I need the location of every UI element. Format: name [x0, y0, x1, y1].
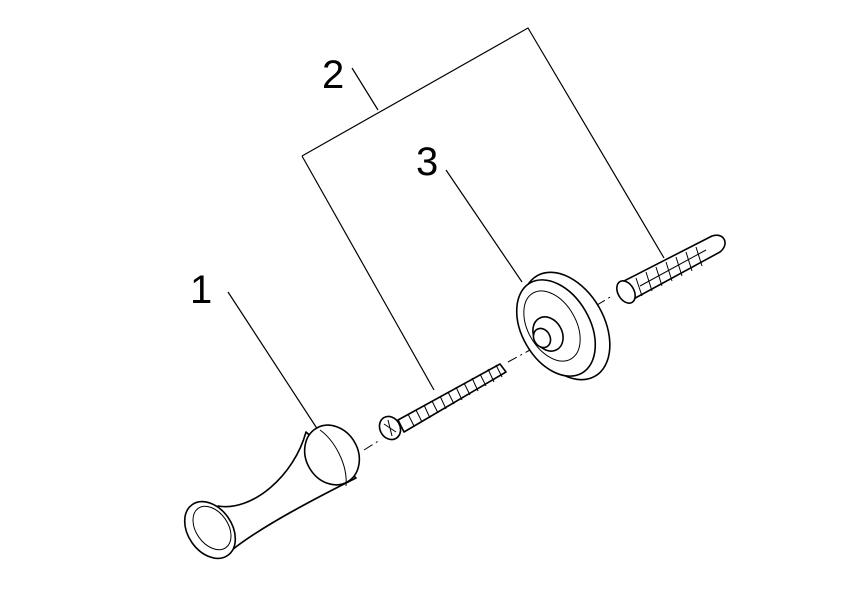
part-1-knob [183, 424, 361, 560]
part-2-wall-plug [616, 234, 726, 304]
callout-label-1: 1 [190, 268, 212, 312]
part-2-screw [378, 363, 507, 441]
leader-line-1 [227, 291, 319, 431]
callout-label-3: 3 [416, 140, 438, 184]
callout-label-2: 2 [322, 53, 344, 97]
part-3-rosette [515, 271, 611, 381]
leader-line-2-to-screw [301, 155, 435, 391]
leader-line-2-stem [351, 67, 379, 111]
leader-lines [227, 27, 665, 431]
leader-line-2-bracket [301, 27, 665, 259]
leader-line-3 [445, 169, 523, 283]
